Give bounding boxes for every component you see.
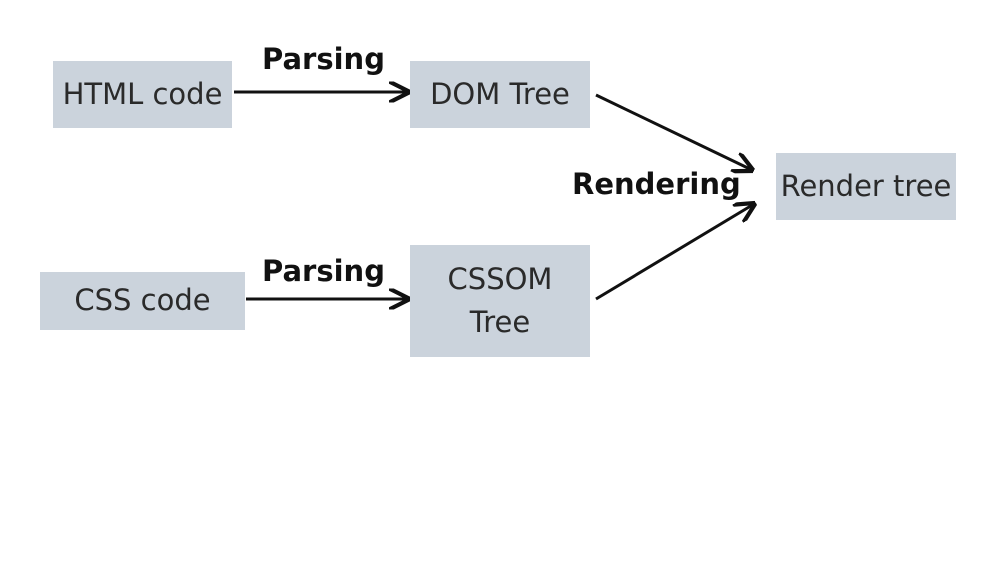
edge-label-parsing-css: Parsing: [262, 254, 385, 288]
edge-label-parsing-html: Parsing: [262, 42, 385, 76]
edge-label-rendering: Rendering: [572, 167, 741, 201]
arrow-cssom-to-render: [595, 204, 754, 301]
node-cssom-tree: CSSOM Tree: [410, 245, 590, 357]
arrow-dom-to-render: [595, 93, 752, 170]
node-dom-tree: DOM Tree: [410, 61, 590, 128]
node-render-tree: Render tree: [776, 153, 956, 220]
node-css-code: CSS code: [40, 272, 245, 330]
node-html-code: HTML code: [53, 61, 232, 128]
